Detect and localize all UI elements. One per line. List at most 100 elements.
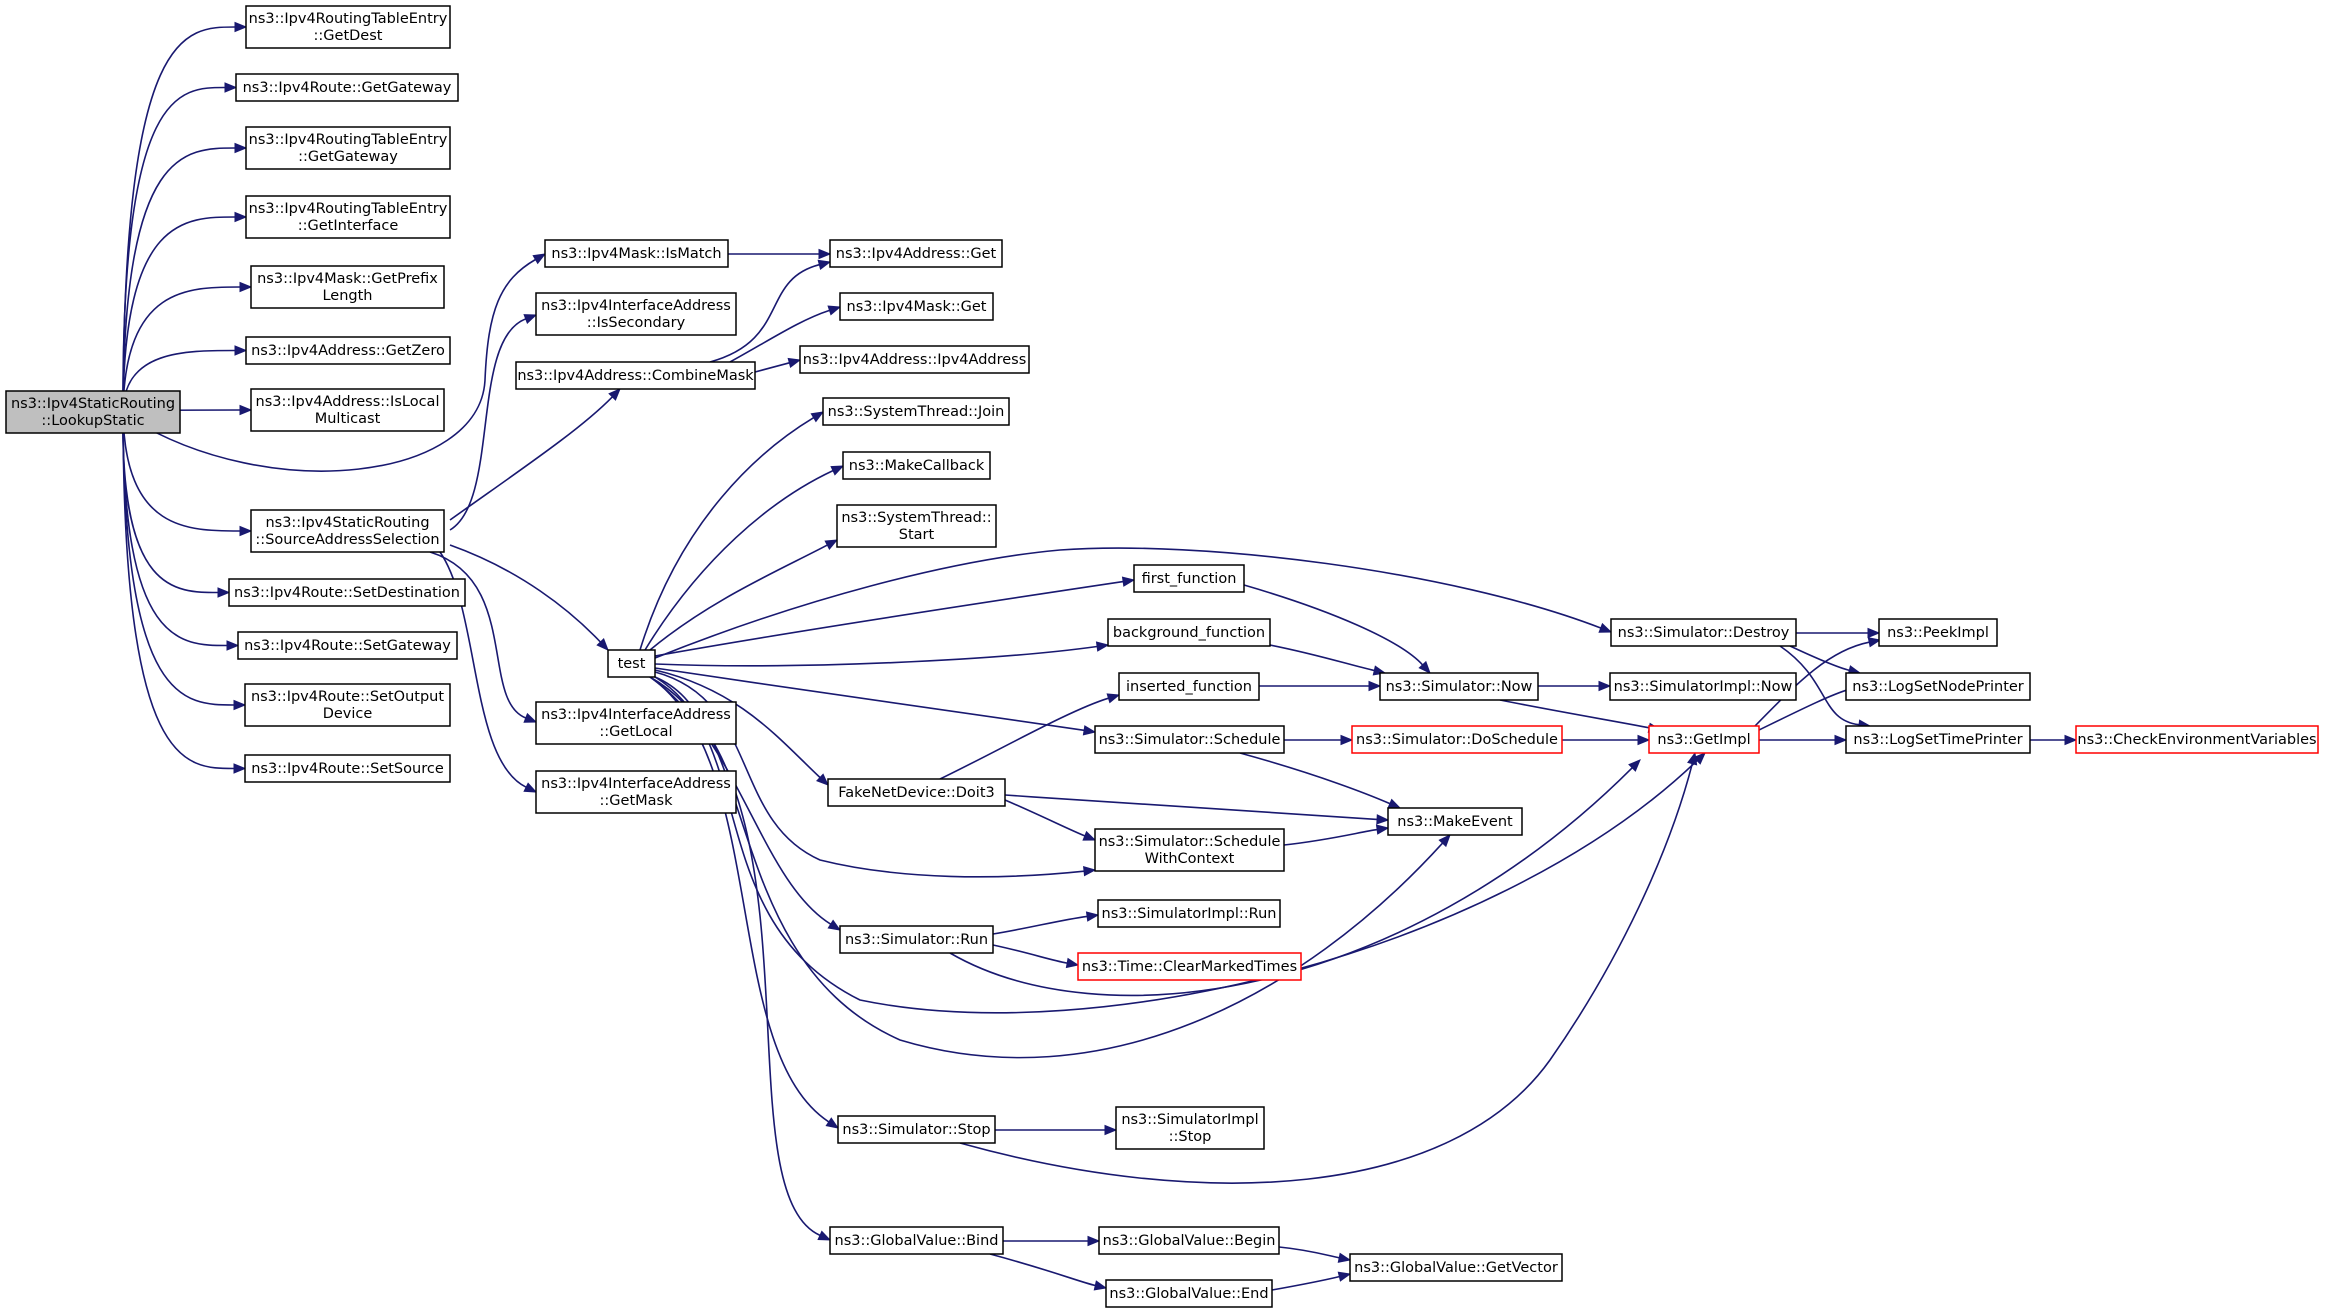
edge-sim_now-to-simimpl_now: [1538, 680, 1612, 692]
node-label: ns3::SimulatorImpl::Run: [1102, 906, 1277, 922]
node-mask-get[interactable]: ns3::Ipv4Mask::Get: [839, 292, 994, 321]
node-box: [2075, 725, 2319, 754]
node-ifaddr-getlocal[interactable]: ns3::Ipv4InterfaceAddress::GetLocal: [535, 701, 737, 745]
edge-ins_fn-to-sim_now: [1259, 680, 1382, 692]
edge-root-to-rte_getgw: [122, 142, 248, 413]
node-box: [1845, 672, 2031, 701]
arrowhead-icon: [1106, 693, 1121, 704]
node-box: [245, 336, 451, 365]
node-label: ns3::Ipv4Route::SetGateway: [244, 638, 451, 654]
node-ifaddr-issec[interactable]: ns3::Ipv4InterfaceAddress::IsSecondary: [535, 292, 737, 336]
node-addr-ctor[interactable]: ns3::Ipv4Address::Ipv4Address: [799, 345, 1030, 374]
edge-test-to-sim_schedule: [654, 667, 1097, 736]
node-label: ::GetGateway: [298, 149, 398, 165]
node-route-setsrc[interactable]: ns3::Ipv4Route::SetSource: [244, 754, 451, 783]
node-getimpl[interactable]: ns3::GetImpl: [1648, 725, 1760, 754]
edge-line: [1004, 799, 1086, 837]
node-gv-getvec[interactable]: ns3::GlobalValue::GetVector: [1349, 1253, 1563, 1282]
node-simimpl-stop[interactable]: ns3::SimulatorImpl::Stop: [1115, 1106, 1265, 1150]
edge-line: [122, 411, 235, 706]
arrowhead-icon: [217, 587, 231, 598]
node-first-fn[interactable]: first_function: [1133, 564, 1245, 593]
node-box: [237, 631, 458, 660]
edge-sim_schedule-to-makeevent: [1239, 752, 1402, 809]
edge-sim_stop-to-getimpl: [959, 751, 1698, 1184]
edge-line: [1754, 641, 1870, 727]
node-makecallback[interactable]: ns3::MakeCallback: [842, 451, 991, 480]
node-bg-fn[interactable]: background_function: [1107, 618, 1271, 647]
node-sim-destroy[interactable]: ns3::Simulator::Destroy: [1610, 618, 1797, 647]
node-sim-now[interactable]: ns3::Simulator::Now: [1379, 672, 1539, 701]
arrowhead-icon: [1637, 734, 1651, 746]
node-makeevent[interactable]: ns3::MakeEvent: [1387, 807, 1523, 836]
edge-line: [992, 944, 1068, 964]
node-st-start[interactable]: ns3::SystemThread::Start: [836, 504, 997, 548]
edge-gv_bind-to-gv_begin: [1003, 1235, 1101, 1247]
node-addr-get[interactable]: ns3::Ipv4Address::Get: [829, 239, 1003, 268]
edge-line: [1283, 828, 1378, 846]
node-box: [839, 292, 994, 321]
node-sim-stop[interactable]: ns3::Simulator::Stop: [837, 1115, 996, 1144]
node-gv-bind[interactable]: ns3::GlobalValue::Bind: [829, 1226, 1004, 1255]
node-st-join[interactable]: ns3::SystemThread::Join: [822, 397, 1010, 426]
node-gv-begin[interactable]: ns3::GlobalValue::Begin: [1098, 1226, 1280, 1255]
node-root[interactable]: ns3::Ipv4StaticRouting::LookupStatic: [5, 390, 181, 434]
node-route-setgw[interactable]: ns3::Ipv4Route::SetGateway: [237, 631, 458, 660]
node-rte-getgw[interactable]: ns3::Ipv4RoutingTableEntry::GetGateway: [245, 126, 451, 170]
node-sim-dosched[interactable]: ns3::Simulator::DoSchedule: [1351, 725, 1563, 754]
arrowhead-icon: [1065, 957, 1080, 969]
arrowhead-icon: [1687, 751, 1698, 766]
node-label: ns3::Ipv4Address::Ipv4Address: [803, 352, 1027, 368]
edge-test-to-st_join: [639, 411, 825, 651]
edge-sim_schedule-to-sim_dosched: [1284, 734, 1354, 746]
node-lognode[interactable]: ns3::LogSetNodePrinter: [1845, 672, 2031, 701]
node-src-sel[interactable]: ns3::Ipv4StaticRouting::SourceAddressSel…: [250, 509, 445, 553]
edge-line: [989, 1253, 1096, 1287]
node-peekimpl[interactable]: ns3::PeekImpl: [1878, 618, 1998, 647]
node-rte-getdest[interactable]: ns3::Ipv4RoutingTableEntry::GetDest: [245, 5, 451, 49]
node-label: ::GetInterface: [298, 218, 399, 234]
node-label: ns3::Ipv4Route::SetSource: [251, 761, 444, 777]
arrowhead-icon: [1087, 1235, 1101, 1247]
edge-addr_combine-to-addr_ctor: [754, 357, 802, 373]
node-label: ::LookupStatic: [41, 413, 144, 429]
node-route-getgw[interactable]: ns3::Ipv4Route::GetGateway: [235, 73, 459, 102]
node-gv-end[interactable]: ns3::GlobalValue::End: [1105, 1279, 1273, 1308]
edge-line: [654, 547, 1601, 659]
node-addr-combine[interactable]: ns3::Ipv4Address::CombineMask: [515, 361, 756, 390]
edge-line: [754, 362, 790, 373]
edge-root-to-rte_getif: [122, 211, 248, 413]
arrowhead-icon: [830, 465, 845, 476]
node-checkenv[interactable]: ns3::CheckEnvironmentVariables: [2075, 725, 2319, 754]
node-box: [228, 578, 466, 607]
node-sim-run[interactable]: ns3::Simulator::Run: [839, 925, 994, 954]
node-label: ns3::Ipv4Mask::GetPrefix: [257, 271, 438, 287]
node-simimpl-run[interactable]: ns3::SimulatorImpl::Run: [1097, 899, 1281, 928]
edge-getimpl-to-peekimpl: [1754, 637, 1882, 727]
arrowhead-icon: [818, 248, 832, 260]
node-ifaddr-getmask[interactable]: ns3::Ipv4InterfaceAddress::GetMask: [535, 770, 737, 814]
node-label: ns3::MakeCallback: [849, 458, 985, 474]
edge-root-to-route_setdest: [122, 411, 231, 598]
node-simimpl-now[interactable]: ns3::SimulatorImpl::Now: [1609, 672, 1797, 701]
edge-sim_destroy-to-peekimpl: [1796, 627, 1881, 639]
node-box: [235, 73, 459, 102]
arrowhead-icon: [596, 638, 609, 651]
node-doit3[interactable]: FakeNetDevice::Doit3: [827, 778, 1006, 807]
arrowhead-icon: [1121, 576, 1136, 587]
node-rte-getif[interactable]: ns3::Ipv4RoutingTableEntry::GetInterface: [245, 195, 451, 239]
node-label: ns3::Ipv4Mask::Get: [847, 299, 987, 315]
node-mask-ismatch[interactable]: ns3::Ipv4Mask::IsMatch: [544, 239, 729, 268]
node-addr-getzero[interactable]: ns3::Ipv4Address::GetZero: [245, 336, 451, 365]
node-route-setdest[interactable]: ns3::Ipv4Route::SetDestination: [228, 578, 466, 607]
node-sim-schedule[interactable]: ns3::Simulator::Schedule: [1094, 725, 1285, 754]
node-ins-fn[interactable]: inserted_function: [1118, 672, 1260, 701]
node-time-clear[interactable]: ns3::Time::ClearMarkedTimes: [1077, 952, 1302, 981]
node-logtime[interactable]: ns3::LogSetTimePrinter: [1845, 725, 2031, 754]
node-test[interactable]: test: [607, 649, 656, 678]
